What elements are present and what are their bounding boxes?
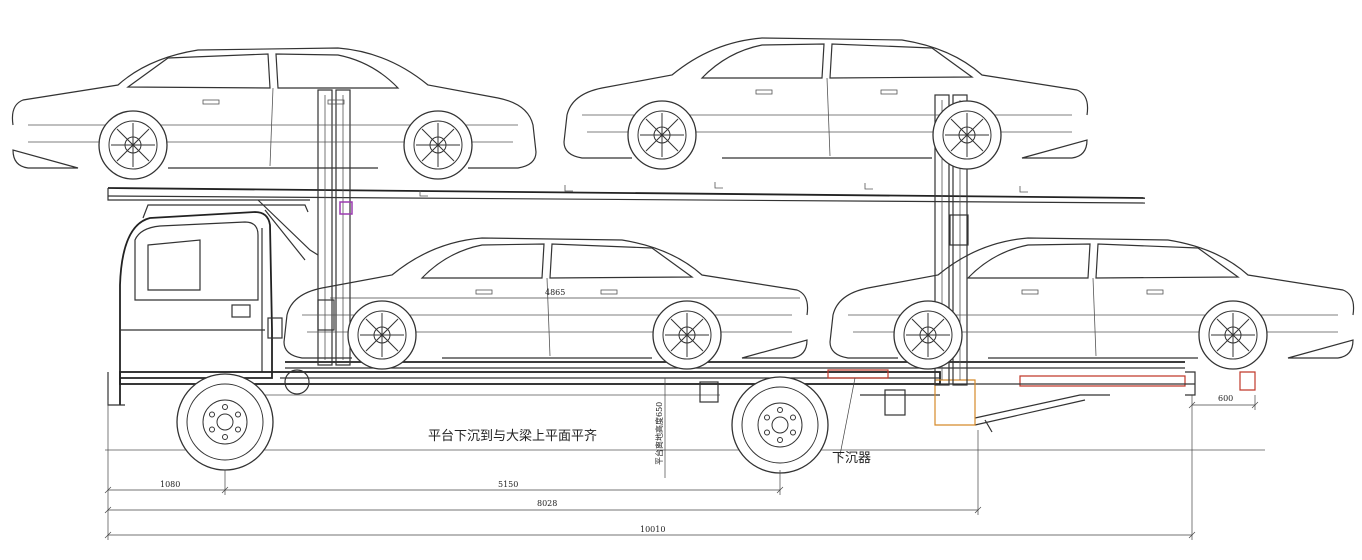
- truck-rear-wheel: [731, 376, 829, 474]
- dim-front-overhang: 1080: [160, 480, 180, 489]
- dim-chassis-length: 8028: [537, 499, 557, 508]
- lowering-device-label: 下沉器: [832, 451, 871, 466]
- truck-cab: [107, 204, 309, 406]
- dim-car-length: 4865: [545, 288, 565, 297]
- car-upper-rear: [563, 37, 1089, 170]
- platform-note-label: 平台下沉到与大梁上平面平齐: [428, 428, 597, 444]
- lower-deck: [285, 361, 1256, 433]
- upper-deck: [107, 182, 1146, 204]
- dim-wheelbase: 5150: [498, 480, 518, 489]
- dim-platform-height: 平台离地高度650: [654, 402, 664, 465]
- spare-wheel: [284, 369, 310, 395]
- dim-overall-length: 10010: [640, 525, 665, 534]
- dimension-lines: [104, 297, 1259, 540]
- front-lift-column: [257, 89, 353, 366]
- dim-rear-extension: 600: [1218, 394, 1233, 403]
- car-upper-front: [11, 47, 537, 180]
- truck-front-wheel: [176, 373, 274, 471]
- car-lower-front: [283, 237, 809, 370]
- car-lower-rear: [829, 237, 1355, 370]
